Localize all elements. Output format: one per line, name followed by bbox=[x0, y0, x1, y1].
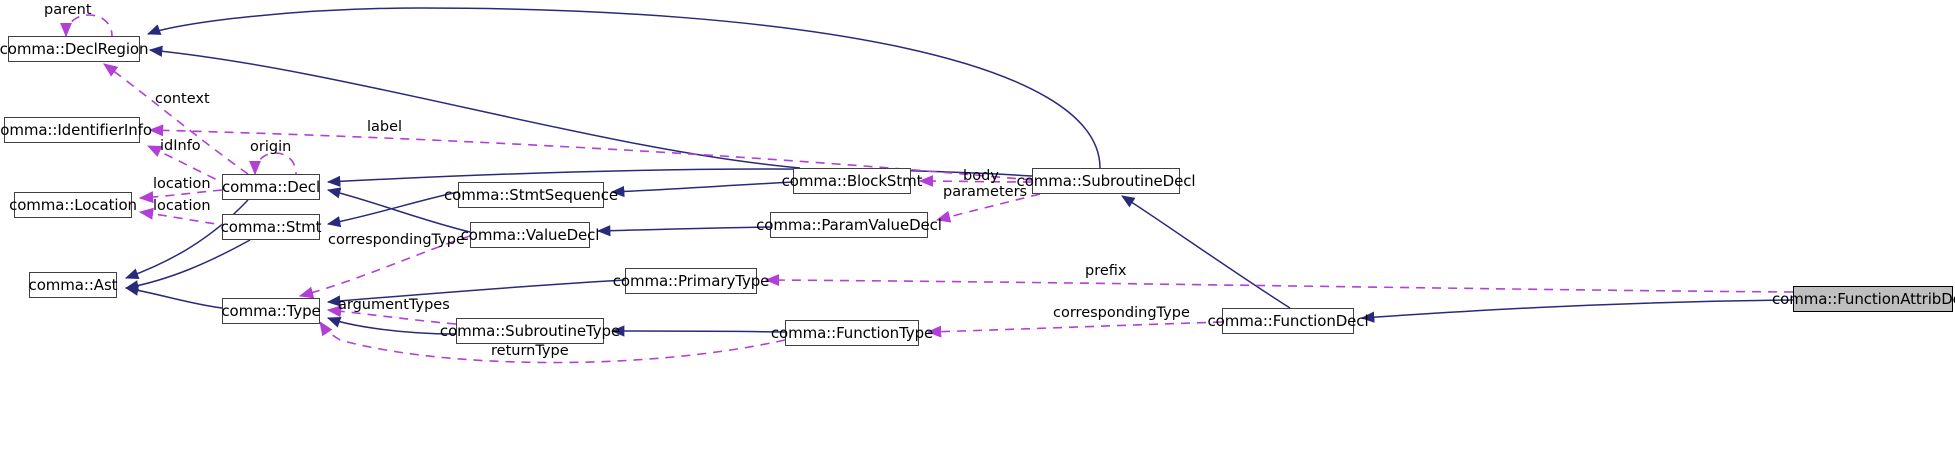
label-text: idInfo bbox=[160, 138, 201, 154]
label-text: label bbox=[367, 119, 403, 135]
node-comma-identifierinfo[interactable]: comma::IdentifierInfo bbox=[0, 117, 152, 143]
edge-label-label: label bbox=[367, 120, 402, 135]
node-label: comma::Stmt bbox=[220, 217, 322, 236]
edge-blockstmt-to-stmtsequence bbox=[610, 181, 794, 198]
edge-type-to-ast bbox=[124, 284, 223, 309]
node-label: comma::Type bbox=[221, 301, 321, 320]
node-label: comma::ValueDecl bbox=[460, 225, 600, 244]
edge-subroutinedecl-to-decl bbox=[326, 168, 1033, 187]
edge-functiontype-returntype-type bbox=[319, 321, 786, 364]
label-text: context bbox=[155, 91, 210, 107]
edge-paramvaluedecl-to-valuedecl bbox=[596, 225, 771, 237]
node-label: comma::Ast bbox=[28, 275, 118, 294]
edge-valuedecl-correspondingtype-type bbox=[298, 235, 471, 299]
label-text: correspondingType bbox=[1053, 305, 1190, 321]
edge-subroutinetype-argumenttypes-type bbox=[326, 305, 457, 325]
node-comma-subroutinetype[interactable]: comma::SubroutineType bbox=[440, 318, 620, 344]
edge-functionattrib-to-functiondecl bbox=[1360, 299, 1794, 323]
edge-stmt-to-ast bbox=[124, 239, 251, 292]
usage-edges bbox=[60, 14, 1794, 364]
edge-label-parent: parent bbox=[44, 3, 92, 18]
edge-subroutinedecl-label-identifierinfo bbox=[148, 124, 1033, 181]
node-label: comma::BlockStmt bbox=[781, 171, 923, 190]
edge-stmt-location-2 bbox=[138, 207, 231, 227]
edge-functiondecl-to-subroutinedecl bbox=[1121, 195, 1291, 309]
label-text: location bbox=[153, 176, 211, 192]
edge-subroutinedecl-body-blockstmt bbox=[918, 175, 1033, 188]
edge-functiondecl-correspondingtype-functiontype bbox=[926, 321, 1223, 338]
node-comma-decl[interactable]: comma::Decl bbox=[222, 174, 320, 200]
edge-label-body: body bbox=[963, 169, 999, 184]
edge-decl-idinfo-identifierinfo bbox=[146, 145, 231, 187]
node-comma-functiondecl[interactable]: comma::FunctionDecl bbox=[1207, 308, 1369, 334]
edge-label-location-2: location bbox=[153, 199, 211, 214]
label-text: argumentTypes bbox=[338, 297, 450, 313]
node-comma-subroutinedecl[interactable]: comma::SubroutineDecl bbox=[1017, 168, 1196, 194]
edge-subroutinedecl-parameters-paramvaluedecl bbox=[935, 193, 1041, 223]
edge-label-argumenttypes: argumentTypes bbox=[338, 298, 450, 313]
node-label: comma::ParamValueDecl bbox=[756, 215, 942, 234]
label-text: correspondingType bbox=[328, 232, 465, 248]
edge-label-correspondingtype-2: correspondingType bbox=[1053, 306, 1190, 321]
label-text: prefix bbox=[1085, 263, 1127, 279]
node-label: comma::FunctionType bbox=[770, 323, 934, 342]
edge-label-idinfo: idInfo bbox=[160, 139, 201, 154]
label-text: parent bbox=[44, 2, 92, 18]
node-comma-primarytype[interactable]: comma::PrimaryType bbox=[613, 268, 769, 294]
node-comma-type[interactable]: comma::Type bbox=[221, 298, 321, 324]
edge-decl-location-1 bbox=[138, 189, 223, 204]
edge-decl-context-declregion bbox=[103, 63, 249, 175]
node-label: comma::FunctionDecl bbox=[1207, 311, 1369, 330]
edge-decl-origin-self bbox=[249, 152, 297, 176]
node-comma-paramvaluedecl[interactable]: comma::ParamValueDecl bbox=[756, 212, 942, 238]
edge-primarytype-to-type bbox=[326, 279, 626, 307]
inheritance-edges bbox=[124, 7, 1794, 337]
node-comma-declregion[interactable]: comma::DeclRegion bbox=[0, 36, 149, 62]
label-text: returnType bbox=[491, 343, 569, 359]
label-text: location bbox=[153, 198, 211, 214]
label-text: parameters bbox=[943, 184, 1028, 200]
edge-subroutinetype-to-type bbox=[326, 316, 457, 335]
edge-label-correspondingtype-1: correspondingType bbox=[328, 233, 465, 248]
node-comma-stmt[interactable]: comma::Stmt bbox=[220, 214, 322, 240]
edge-stmtsequence-to-stmt bbox=[326, 191, 459, 228]
node-comma-valuedecl[interactable]: comma::ValueDecl bbox=[461, 222, 599, 248]
edge-blockstmt-to-declregion bbox=[148, 45, 801, 169]
edge-label-prefix: prefix bbox=[1085, 264, 1126, 279]
node-comma-blockstmt[interactable]: comma::BlockStmt bbox=[782, 168, 923, 194]
edge-label-returntype: returnType bbox=[491, 344, 569, 359]
edge-functiontype-to-subroutinetype bbox=[610, 325, 786, 337]
node-comma-functionattribdecl[interactable]: comma::FunctionAttribDecl bbox=[1772, 286, 1955, 312]
node-label: comma::Location bbox=[9, 195, 137, 214]
node-label: comma::FunctionAttribDecl bbox=[1771, 289, 1955, 308]
edge-valuedecl-to-decl bbox=[326, 187, 471, 233]
node-comma-stmtsequence[interactable]: comma::StmtSequence bbox=[444, 182, 618, 208]
edge-label-context: context bbox=[155, 92, 210, 107]
edge-label-parameters: parameters bbox=[943, 185, 1027, 200]
edge-decl-to-ast bbox=[124, 199, 249, 280]
node-label: comma::Decl bbox=[221, 177, 321, 196]
label-text: body bbox=[963, 168, 999, 184]
node-label: comma::SubroutineType bbox=[439, 321, 621, 340]
edge-declregion-parent-self bbox=[60, 14, 113, 38]
edge-functionattrib-prefix-primarytype bbox=[764, 274, 1794, 293]
node-label: comma::SubroutineDecl bbox=[1016, 171, 1196, 190]
node-comma-ast[interactable]: comma::Ast bbox=[28, 272, 118, 298]
edge-label-location-1: location bbox=[153, 177, 211, 192]
edge-label-origin: origin bbox=[250, 140, 291, 155]
edge-subroutinedecl-to-declregion bbox=[146, 7, 1101, 169]
node-label: comma::StmtSequence bbox=[444, 185, 618, 204]
node-label: comma::DeclRegion bbox=[0, 39, 149, 58]
node-comma-location[interactable]: comma::Location bbox=[9, 192, 137, 218]
node-label: comma::PrimaryType bbox=[612, 271, 770, 290]
node-label: comma::IdentifierInfo bbox=[0, 120, 152, 139]
label-text: origin bbox=[250, 139, 292, 155]
node-comma-functiontype[interactable]: comma::FunctionType bbox=[771, 320, 933, 346]
